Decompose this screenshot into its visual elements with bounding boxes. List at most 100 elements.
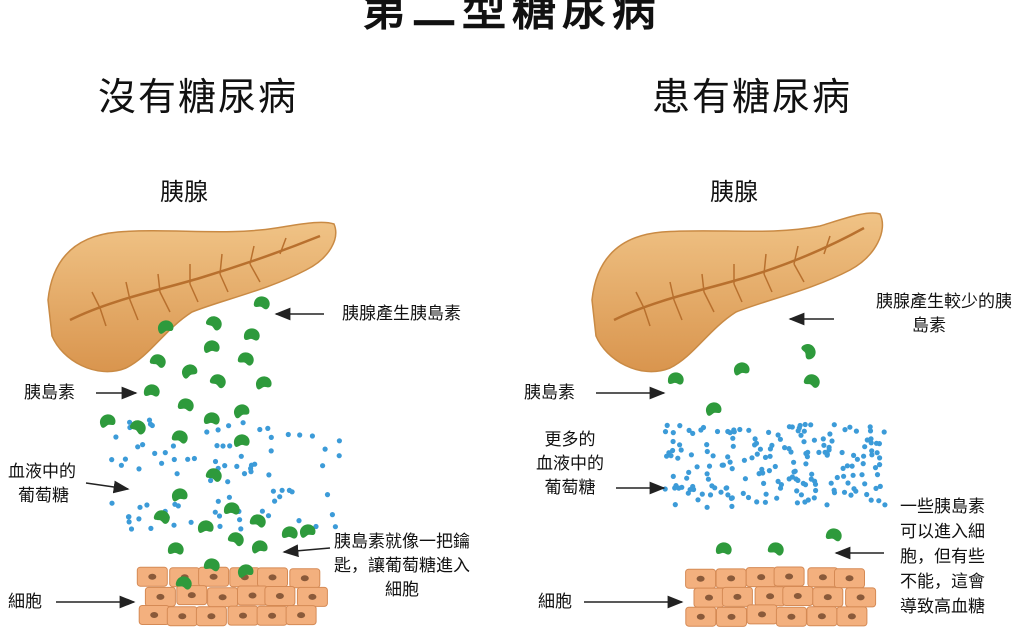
glucose-molecule	[212, 458, 219, 465]
insulin-molecule	[237, 564, 254, 578]
glucose-molecule	[801, 439, 807, 445]
glucose-molecule	[867, 424, 873, 430]
glucose-molecule	[270, 488, 276, 494]
right-label-insulin: 胰島素	[524, 383, 575, 403]
glucose-molecule	[257, 426, 263, 433]
cell	[198, 566, 230, 587]
insulin-molecule	[172, 488, 188, 502]
right-arrows	[584, 312, 884, 609]
glucose-molecule	[704, 448, 710, 455]
glucose-molecule	[662, 486, 668, 492]
glucose-molecule	[234, 463, 240, 469]
glucose-molecule	[174, 471, 180, 477]
glucose-molecule	[237, 517, 243, 523]
cell-nucleus	[156, 593, 165, 600]
insulin-molecule	[825, 528, 842, 542]
right-label-more-glucose: 更多的 血液中的 葡萄糖	[536, 428, 604, 500]
glucose-molecule	[252, 461, 258, 467]
cell-nucleus	[847, 613, 856, 620]
glucose-molecule	[170, 443, 176, 449]
glucose-molecule	[725, 454, 731, 460]
cell-nucleus	[218, 594, 227, 601]
glucose-molecule	[786, 424, 793, 430]
cell	[685, 606, 717, 627]
glucose-molecule	[238, 526, 244, 532]
glucose-molecule	[849, 463, 855, 469]
glucose-molecule	[725, 492, 731, 498]
cell	[745, 567, 777, 588]
glucose-molecule	[868, 440, 874, 446]
glucose-molecule	[297, 432, 303, 438]
more-glucose-line-3: 葡萄糖	[544, 478, 596, 498]
cell-nucleus	[823, 594, 832, 601]
cell	[289, 568, 321, 589]
glucose-molecule	[795, 477, 801, 483]
glucose-molecule	[740, 490, 746, 496]
glucose-molecule	[113, 434, 119, 440]
glucose-molecule	[862, 444, 868, 450]
glucose-molecule	[125, 514, 132, 520]
glucose-molecule	[749, 455, 755, 461]
glucose-molecule	[813, 487, 819, 494]
glucose-molecule	[868, 497, 874, 503]
glucose-molecule	[877, 462, 883, 468]
insulin-molecule	[249, 514, 266, 528]
glucose-molecule	[148, 525, 154, 532]
glucose-molecule	[777, 436, 784, 442]
cell	[264, 586, 296, 606]
left-label-insulin-produced: 胰腺產生胰島素	[342, 304, 461, 324]
glucose-molecule	[839, 449, 845, 456]
glucose-molecule	[746, 427, 752, 433]
cell-nucleus	[758, 611, 766, 618]
insulin-molecule	[157, 320, 174, 334]
glucose-molecule	[222, 463, 228, 469]
insulin-molecule	[205, 316, 222, 331]
glucose-molecule	[789, 474, 796, 480]
glucose-molecule	[171, 522, 177, 528]
cell-nucleus	[727, 575, 736, 582]
glucose-molecule	[874, 472, 881, 478]
cell	[716, 606, 747, 627]
glucose-molecule	[226, 494, 232, 500]
left-heading: 沒有糖尿病	[98, 75, 299, 119]
glucose-molecule	[729, 503, 735, 509]
glucose-molecule	[191, 455, 197, 462]
cell-nucleus	[178, 613, 187, 620]
less-insulin-line-1: 胰腺產生較少的胰	[876, 292, 1012, 312]
cell-nucleus	[787, 613, 796, 620]
key-line-3: 細胞	[385, 580, 419, 600]
glucose-molecule	[322, 446, 328, 452]
glucose-molecule	[332, 524, 338, 530]
glucose-molecule	[831, 422, 837, 428]
insulin-molecule	[705, 402, 722, 416]
glucose-molecule	[109, 500, 115, 506]
right-cell-cluster	[685, 566, 877, 627]
glucose-molecule	[279, 487, 285, 493]
glucose-molecule	[782, 445, 788, 451]
glucose-molecule	[272, 498, 278, 504]
glucose-molecule	[766, 468, 773, 474]
glucose-molecule	[811, 495, 817, 501]
cell	[721, 586, 753, 607]
glucose-molecule	[268, 448, 274, 454]
glucose-molecule	[220, 443, 226, 449]
glucose-molecule	[313, 523, 319, 530]
glucose-molecule	[216, 513, 223, 519]
glucose-molecule	[122, 456, 128, 462]
glucose-molecule	[737, 426, 743, 433]
glucose-molecule	[828, 480, 834, 486]
glucose-molecule	[136, 466, 142, 472]
cell-nucleus	[300, 575, 309, 582]
left-label-cells: 細胞	[8, 592, 42, 612]
glucose-molecule	[684, 475, 690, 481]
insulin-molecule	[252, 540, 268, 554]
glucose-molecule	[118, 462, 124, 468]
insulin-molecule	[253, 296, 270, 310]
cell	[834, 568, 865, 589]
glucose-molecule	[259, 508, 265, 514]
less-insulin-line-2: 島素	[912, 316, 946, 336]
glucose-molecule	[664, 422, 670, 428]
cell-nucleus	[733, 593, 742, 600]
glucose-molecule	[309, 433, 315, 439]
glucose-molecule	[767, 453, 773, 459]
